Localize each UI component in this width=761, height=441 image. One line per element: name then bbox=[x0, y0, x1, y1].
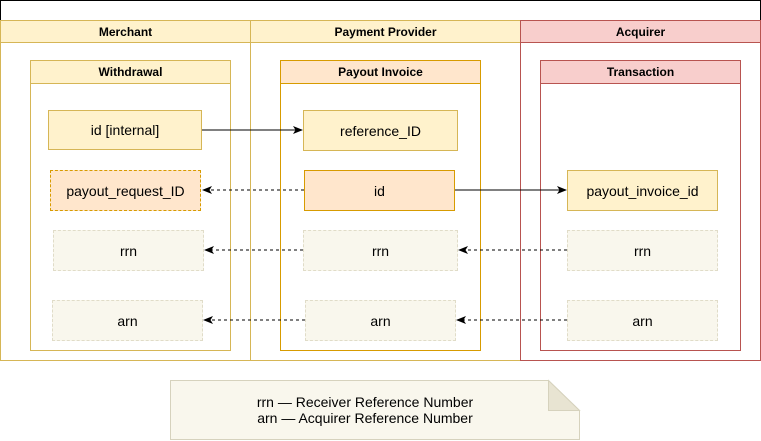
legend-line-rrn: rrn — Receiver Reference Number bbox=[256, 394, 474, 410]
lane-payment-provider-header: Payment Provider bbox=[251, 21, 520, 43]
field-transaction-rrn: rrn bbox=[567, 230, 718, 271]
legend-note-text: rrn — Receiver Reference Number arn — Ac… bbox=[180, 394, 550, 426]
entity-payout-invoice: Payout Invoice bbox=[280, 60, 481, 351]
entity-withdrawal: Withdrawal bbox=[30, 60, 231, 351]
lane-acquirer-header: Acquirer bbox=[521, 21, 760, 43]
lane-merchant-header: Merchant bbox=[1, 21, 250, 43]
field-transaction-arn: arn bbox=[567, 300, 718, 341]
entity-payout-invoice-title: Payout Invoice bbox=[281, 61, 480, 84]
entity-transaction-title: Transaction bbox=[541, 61, 740, 84]
entity-transaction: Transaction bbox=[540, 60, 741, 351]
field-invoice-id: id bbox=[304, 170, 455, 211]
field-invoice-reference-id: reference_ID bbox=[303, 110, 458, 151]
field-invoice-rrn: rrn bbox=[303, 230, 458, 271]
field-transaction-payout-invoice-id: payout_invoice_id bbox=[567, 170, 718, 211]
entity-withdrawal-title: Withdrawal bbox=[31, 61, 230, 84]
field-invoice-arn: arn bbox=[305, 300, 456, 341]
field-withdrawal-payout-request-id: payout_request_ID bbox=[50, 170, 201, 211]
field-withdrawal-rrn: rrn bbox=[53, 230, 204, 271]
field-withdrawal-arn: arn bbox=[52, 300, 203, 341]
legend-line-arn: arn — Acquirer Reference Number bbox=[257, 410, 473, 426]
legend-note bbox=[170, 379, 581, 440]
field-withdrawal-id: id [internal] bbox=[48, 110, 202, 150]
